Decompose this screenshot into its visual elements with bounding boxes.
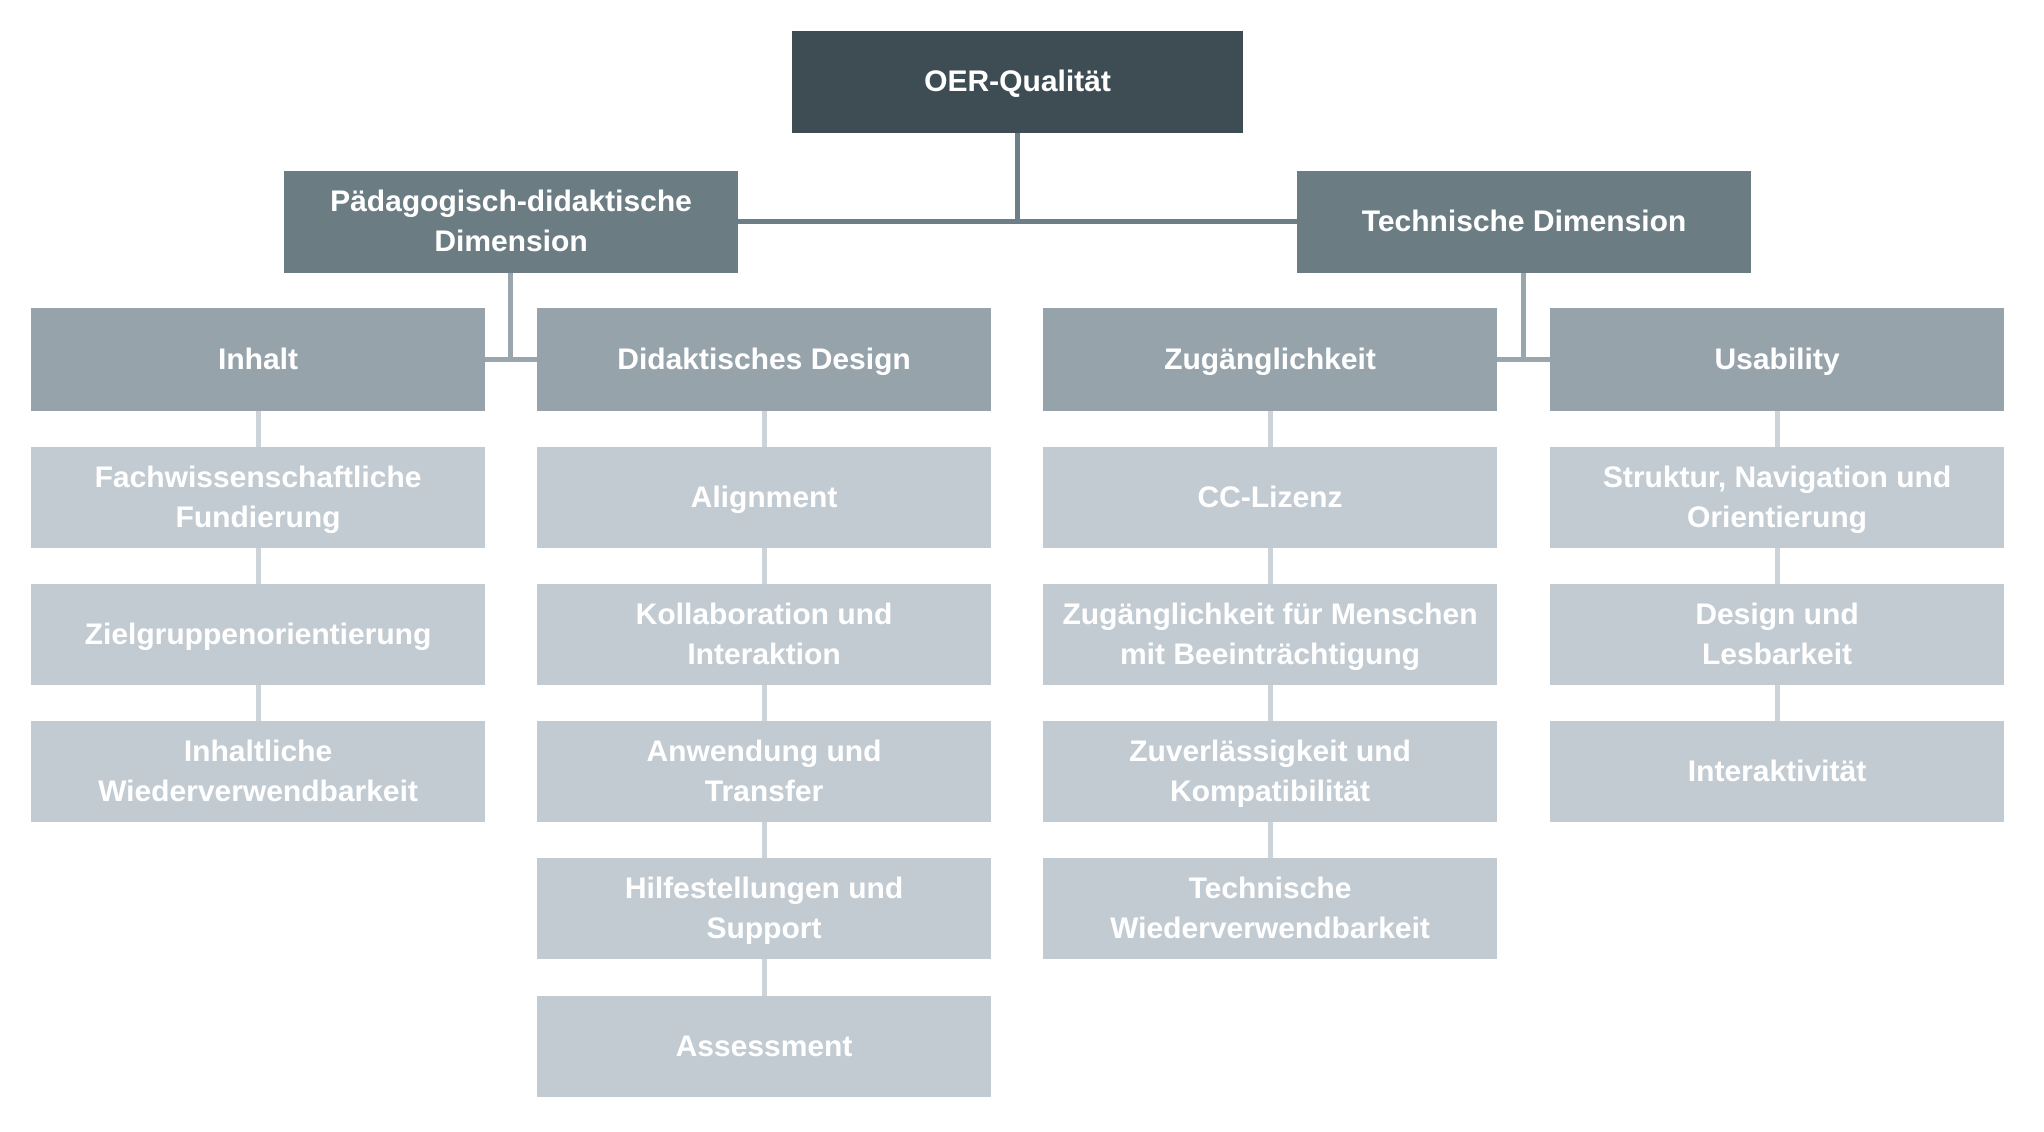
node-zugaenglichkeit-fuer-menschen-label: Zugänglichkeit für Menschen mit Beeinträ… [1062, 597, 1478, 671]
node-cc-lizenz-label: CC-Lizenz [1197, 480, 1343, 514]
connector-col4-seg3 [1775, 684, 1780, 722]
node-zugaenglichkeit: Zugänglichkeit [1043, 308, 1497, 411]
connector-col3-seg2 [1268, 546, 1273, 585]
node-technische-wiederverwendbarkeit-label: Technische Wiederverwendbarkeit [1110, 871, 1430, 945]
node-paedagogisch-didaktische-dimension: Pädagogisch-didaktische Dimension [284, 171, 738, 273]
connector-col2-seg1 [762, 410, 767, 448]
connector-technisch-vertical [1521, 272, 1526, 360]
connector-col3-seg3 [1268, 684, 1273, 722]
node-design-und-lesbarkeit-label: Design und Lesbarkeit [1695, 597, 1859, 671]
connector-col3-seg4 [1268, 821, 1273, 859]
connector-col1-seg1 [256, 410, 261, 448]
node-paedagogisch-didaktische-dimension-label: Pädagogisch-didaktische Dimension [330, 185, 692, 258]
node-technische-dimension-label: Technische Dimension [1361, 205, 1687, 238]
node-interaktivitaet: Interaktivität [1550, 721, 2004, 822]
node-zielgruppenorientierung-label: Zielgruppenorientierung [84, 617, 432, 651]
node-zuverlaessigkeit-und-kompatibilitaet: Zuverlässigkeit und Kompatibilität [1043, 721, 1497, 822]
connector-col2-seg5 [762, 957, 767, 997]
node-zugaenglichkeit-label: Zugänglichkeit [1164, 342, 1376, 376]
connector-col2-seg2 [762, 546, 767, 585]
node-technische-wiederverwendbarkeit: Technische Wiederverwendbarkeit [1043, 858, 1497, 959]
connector-root-vertical [1015, 132, 1020, 222]
connector-technisch-horizontal [1496, 357, 1551, 362]
node-usability-label: Usability [1714, 342, 1840, 376]
node-didaktisches-design-label: Didaktisches Design [617, 342, 911, 376]
node-assessment-label: Assessment [675, 1029, 853, 1063]
node-fachwissenschaftliche-fundierung: Fachwissenschaftliche Fundierung [31, 447, 485, 548]
connector-col4-seg2 [1775, 546, 1780, 585]
connector-dimensions-horizontal [737, 219, 1297, 224]
connector-col2-seg4 [762, 821, 767, 859]
node-hilfestellungen-und-support-label: Hilfestellungen und Support [624, 871, 904, 945]
connector-col2-seg3 [762, 684, 767, 722]
node-hilfestellungen-und-support: Hilfestellungen und Support [537, 858, 991, 959]
node-anwendung-und-transfer: Anwendung und Transfer [537, 721, 991, 822]
connector-col4-seg1 [1775, 410, 1780, 448]
node-design-und-lesbarkeit: Design und Lesbarkeit [1550, 584, 2004, 685]
node-oer-qualitaet-label: OER-Qualität [924, 65, 1111, 98]
node-kollaboration-und-interaktion: Kollaboration und Interaktion [537, 584, 991, 685]
connector-col1-seg3 [256, 684, 261, 722]
node-interaktivitaet-label: Interaktivität [1687, 754, 1867, 788]
node-didaktisches-design: Didaktisches Design [537, 308, 991, 411]
node-struktur-navigation-und-orientierung-label: Struktur, Navigation und Orientierung [1602, 460, 1952, 534]
node-anwendung-und-transfer-label: Anwendung und Transfer [646, 734, 882, 808]
node-technische-dimension: Technische Dimension [1297, 171, 1751, 273]
node-struktur-navigation-und-orientierung: Struktur, Navigation und Orientierung [1550, 447, 2004, 548]
node-kollaboration-und-interaktion-label: Kollaboration und Interaktion [635, 597, 893, 671]
node-inhaltliche-wiederverwendbarkeit: Inhaltliche Wiederverwendbarkeit [31, 721, 485, 822]
node-inhalt-label: Inhalt [218, 342, 298, 376]
connector-paedagogisch-vertical [508, 272, 513, 360]
connector-paedagogisch-horizontal [484, 357, 538, 362]
connector-col1-seg2 [256, 546, 261, 585]
node-zielgruppenorientierung: Zielgruppenorientierung [31, 584, 485, 685]
node-zuverlaessigkeit-und-kompatibilitaet-label: Zuverlässigkeit und Kompatibilität [1129, 734, 1411, 808]
node-usability: Usability [1550, 308, 2004, 411]
node-assessment: Assessment [537, 996, 991, 1097]
node-alignment: Alignment [537, 447, 991, 548]
node-alignment-label: Alignment [690, 480, 838, 514]
node-inhalt: Inhalt [31, 308, 485, 411]
node-cc-lizenz: CC-Lizenz [1043, 447, 1497, 548]
node-fachwissenschaftliche-fundierung-label: Fachwissenschaftliche Fundierung [94, 460, 422, 534]
node-zugaenglichkeit-fuer-menschen: Zugänglichkeit für Menschen mit Beeinträ… [1043, 584, 1497, 685]
connector-col3-seg1 [1268, 410, 1273, 448]
node-inhaltliche-wiederverwendbarkeit-label: Inhaltliche Wiederverwendbarkeit [98, 734, 418, 808]
node-oer-qualitaet: OER-Qualität [792, 31, 1243, 133]
